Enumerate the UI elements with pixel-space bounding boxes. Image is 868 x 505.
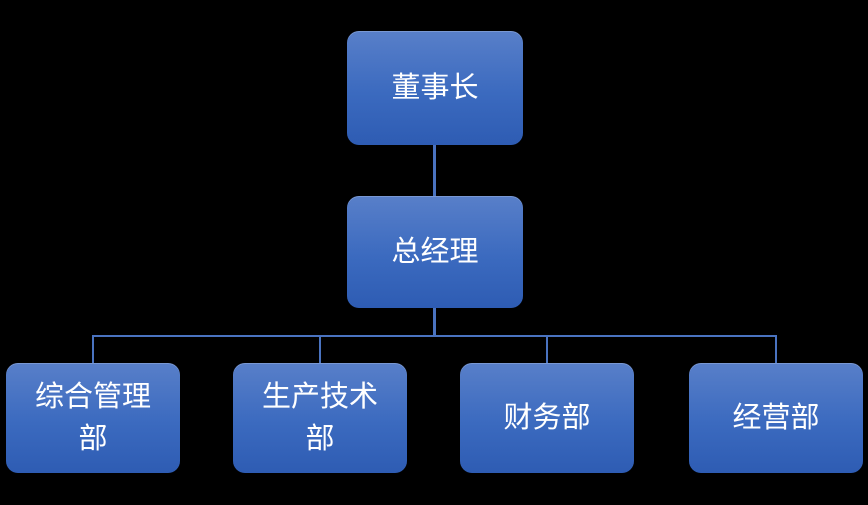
org-node-dept-production[interactable]: 生产技术部 xyxy=(233,363,407,473)
org-node-dept-admin-label: 综合管理部 xyxy=(34,380,151,455)
connector-drop-dept-admin xyxy=(92,335,94,363)
org-node-chairman-label: 董事长 xyxy=(391,71,479,104)
org-node-dept-finance-label: 财务部 xyxy=(503,401,591,434)
org-node-dept-production-label: 生产技术部 xyxy=(261,380,378,455)
connector-chairman-to-general-manager xyxy=(433,145,436,196)
org-node-dept-business-label: 经营部 xyxy=(732,401,820,434)
connector-horizontal-bus xyxy=(92,335,777,337)
connector-drop-dept-production xyxy=(319,335,321,363)
org-node-dept-admin[interactable]: 综合管理部 xyxy=(6,363,180,473)
connector-general-manager-stem xyxy=(433,308,436,336)
org-node-dept-finance[interactable]: 财务部 xyxy=(460,363,634,473)
org-node-chairman[interactable]: 董事长 xyxy=(347,31,523,145)
connector-drop-dept-business xyxy=(775,335,777,363)
org-node-dept-business[interactable]: 经营部 xyxy=(689,363,863,473)
connector-drop-dept-finance xyxy=(546,335,548,363)
org-node-general-manager-label: 总经理 xyxy=(391,235,479,268)
org-node-general-manager[interactable]: 总经理 xyxy=(347,196,523,308)
